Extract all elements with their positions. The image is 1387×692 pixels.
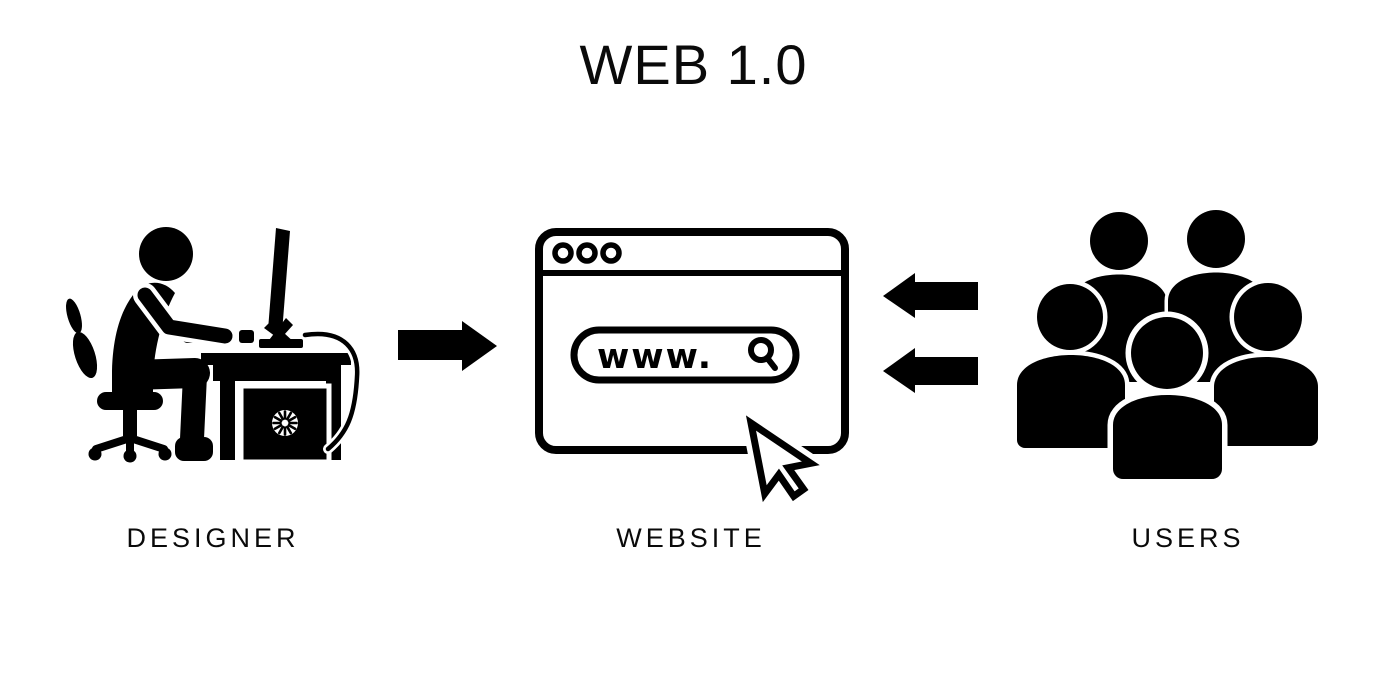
- person-head: [139, 227, 193, 281]
- mouse-icon: [239, 330, 254, 343]
- office-chair-icon: [66, 298, 172, 463]
- designer-at-computer-icon: [66, 227, 363, 465]
- computer-tower-icon: [238, 383, 332, 465]
- right-arrow-icon: [398, 321, 497, 371]
- designer-label: DESIGNER: [126, 523, 300, 553]
- monitor-icon: [259, 228, 303, 348]
- website-label: WEBSITE: [616, 523, 766, 553]
- person-arm: [133, 283, 237, 348]
- browser-window-icon: www.: [535, 228, 849, 506]
- search-icon: [748, 337, 778, 371]
- left-arrow-icon-bottom: [883, 348, 978, 393]
- address-bar-text: www.: [597, 337, 713, 377]
- person-silhouette: [112, 227, 213, 461]
- diagram-title: WEB 1.0: [579, 33, 808, 96]
- tower-fan-icon: [272, 410, 298, 436]
- cursor-icon: [742, 414, 820, 506]
- window-dot-1: [552, 242, 574, 264]
- window-dot-2: [576, 242, 598, 264]
- user-group-icon: [1015, 207, 1320, 482]
- person-foot: [175, 437, 213, 461]
- left-arrow-icon-top: [883, 273, 978, 318]
- address-bar: www.: [570, 326, 800, 384]
- users-label: USERS: [1131, 523, 1245, 553]
- window-dot-3: [600, 242, 622, 264]
- user-front-center: [1107, 311, 1228, 482]
- window-control-dots: [552, 242, 622, 264]
- cable: [300, 329, 363, 454]
- person-shin: [180, 363, 207, 451]
